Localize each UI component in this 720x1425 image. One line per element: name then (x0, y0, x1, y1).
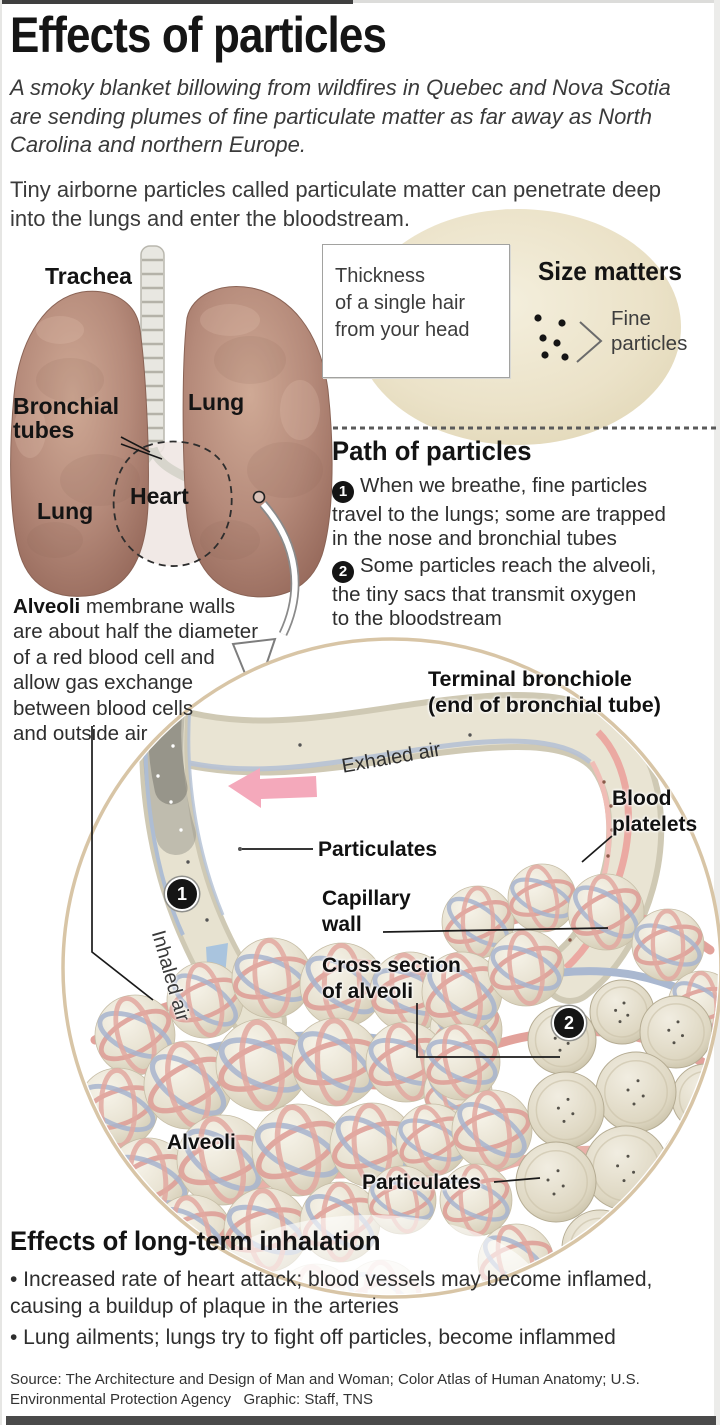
hair-note-text: Thickness of a single hair from your hea… (335, 265, 470, 341)
alveoli-note-lead: Alveoli (13, 595, 81, 618)
top-left-bar (0, 0, 353, 4)
diagram-badge-2: 2 (552, 1006, 586, 1040)
brace-icon (576, 321, 603, 363)
label-heart: Heart (130, 483, 189, 509)
right-lung-graphic (182, 286, 333, 598)
step-1-text: When we breathe, fine particles travel t… (332, 474, 666, 551)
label-cross-section: Cross section of alveoli (322, 954, 461, 1003)
alveoli-magnified-circle (61, 637, 720, 1299)
effects-heading: Effects of long-term inhalation (10, 1226, 381, 1256)
label-particulates-bottom: Particulates (362, 1171, 482, 1194)
label-alveoli: Alveoli (167, 1131, 236, 1154)
label-particulates-top: Particulates (318, 838, 438, 861)
step-2-text: Some particles reach the alveoli, the ti… (332, 554, 657, 631)
alveoli-note-text: membrane walls are about half the diamet… (13, 595, 259, 746)
step-1-badge-icon: 1 (332, 480, 354, 503)
right-edge (714, 0, 720, 1425)
alveoli-cluster-right (421, 863, 718, 1294)
source-credit: Source: The Architecture and Design of M… (10, 1371, 640, 1408)
label-terminal-bronchiole: Terminal bronchiole (end of bronchial tu… (428, 667, 661, 718)
size-matters-heading: Size matters (538, 256, 682, 286)
diagram-badge-1: 1 (165, 877, 199, 911)
alveoli-note: Alveoli membrane walls are about half th… (13, 594, 313, 746)
label-lung-right: Lung (188, 389, 245, 415)
step-2-badge-icon: 2 (332, 560, 354, 583)
page-title: Effects of particles (10, 7, 387, 63)
intro-body: Tiny airborne particles called particula… (10, 177, 661, 231)
effects-bullet-2: • Lung ailments; lungs try to fight off … (10, 1326, 616, 1349)
path-heading: Path of particles (332, 436, 532, 466)
label-blood-platelets: Blood platelets (612, 787, 698, 836)
bronchial-leader-lines (120, 436, 163, 460)
exhaled-arrow-icon (228, 768, 317, 808)
hair-note-box: Thickness of a single hair from your hea… (322, 244, 510, 378)
fine-particles-label: Fine particles (611, 307, 688, 355)
label-bronchial-tubes: Bronchial tubes (13, 393, 120, 444)
effects-bullet-1: • Increased rate of heart attack; blood … (10, 1268, 653, 1319)
intro-lede: A smoky blanket billowing from wildfires… (10, 75, 671, 158)
left-lung-graphic (10, 290, 149, 597)
heart-dashed-outline (112, 440, 233, 567)
label-trachea: Trachea (45, 263, 132, 289)
fine-particles-dots (534, 314, 569, 361)
callout-circle (252, 490, 266, 504)
label-capillary-wall: Capillary wall (322, 887, 411, 936)
top-right-bar (353, 0, 720, 3)
left-edge (0, 0, 2, 1425)
diagram-leader-lines (91, 726, 613, 1183)
label-lung-left: Lung (37, 498, 94, 524)
bottom-bar (6, 1416, 716, 1425)
lungs-illustration (10, 245, 333, 701)
